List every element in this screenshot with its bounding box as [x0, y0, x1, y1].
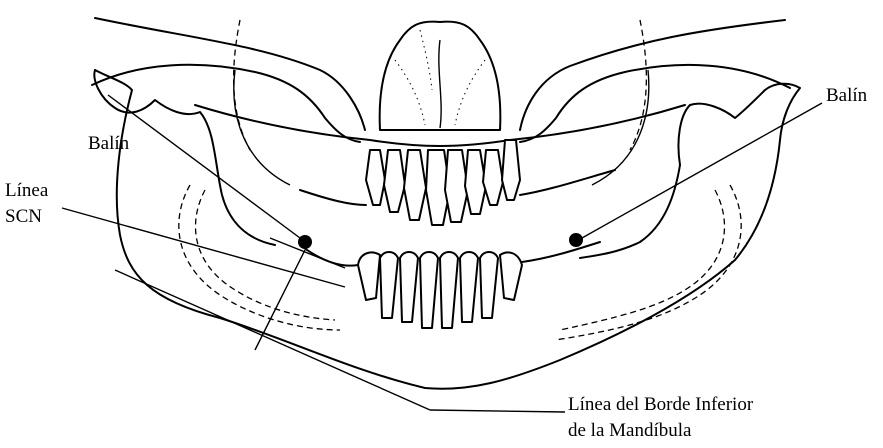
label-linea-scn-line2: SCN [5, 206, 42, 228]
lead-ball-marker-left-icon [298, 235, 312, 249]
mandibular-canal-right [555, 185, 741, 340]
label-linea-scn-line1: Línea [5, 180, 48, 202]
leader-borde-inferior [430, 410, 565, 412]
pterygoid-left [234, 20, 250, 150]
mandibular-canal-right-inner [560, 190, 724, 330]
mandible-outline [95, 70, 800, 389]
zygomatic-arch-left [92, 65, 360, 142]
lead-ball-marker-right-icon [569, 233, 583, 247]
sinus-floor-right [592, 70, 649, 185]
ramus-left [94, 70, 275, 245]
label-borde-inferior-line2: de la Mandíbula [568, 420, 691, 442]
zygomatic-arch-right [520, 65, 790, 142]
pterygoid-right [630, 20, 646, 150]
upper-teeth [366, 140, 520, 225]
label-balin-right: Balín [826, 85, 867, 107]
label-balin-left: Balín [88, 133, 129, 155]
label-borde-inferior-line1: Línea del Borde Inferior [568, 394, 753, 416]
nasal-septum [439, 40, 441, 128]
lower-teeth [358, 252, 522, 328]
